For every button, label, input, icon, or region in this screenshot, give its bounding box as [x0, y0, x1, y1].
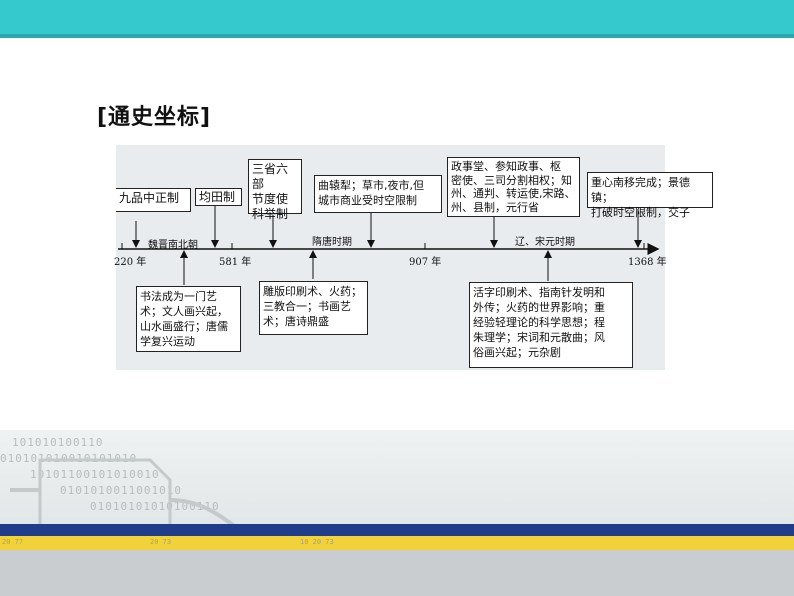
event-box-zhengshitang: 政事堂、参知政事、枢 密使、三司分割相权；知 州、通判、转运使,宋路、 州、县制… — [447, 157, 580, 217]
date-907: 907 年 — [409, 257, 442, 268]
footer-stripe-blue — [0, 524, 794, 536]
binary-text-1: 101010100110 — [12, 436, 104, 449]
ruler-text-3: 10 20 73 — [300, 538, 334, 546]
culture-box-suitang: 雕版印刷术、火药； 三教合一；书画艺 术；唐诗鼎盛 — [259, 281, 368, 335]
binary-text-3: 10101100101010010 — [30, 468, 160, 481]
culture-box-songyuan: 活字印刷术、指南针发明和 外传；火药的世界影响；重 经验轻理论的科学思想；程 朱… — [469, 282, 633, 368]
event-box-jiupin: 九品中正制 — [116, 188, 191, 212]
page-title: [通史坐标] — [97, 105, 212, 130]
period-suitang: 隋唐时期 — [312, 237, 352, 248]
period-liaosongyuan: 辽、宋元时期 — [515, 237, 575, 248]
period-weijin: 魏晋南北朝 — [148, 240, 198, 251]
event-box-zhongxin: 重心南移完成；景德镇； 打破时空限制，交子 — [587, 172, 713, 219]
top-banner — [0, 0, 794, 38]
event-box-juntian: 均田制 — [195, 188, 242, 206]
event-box-quyuanli: 曲辕犁；草市,夜市,但 城市商业受时空限制 — [314, 175, 442, 213]
binary-text-4: 0101010011001010 — [60, 484, 182, 497]
culture-box-weijin: 书法成为一门艺 术；文人画兴起， 山水画盛行；唐儒 学复兴运动 — [136, 286, 241, 352]
ruler-text-2: 20 73 — [150, 538, 172, 546]
timeline-graphic — [118, 201, 660, 285]
ruler-text-1: 20 77 — [2, 538, 24, 546]
date-1368: 1368 年 — [628, 257, 667, 268]
event-box-sansheng: 三省六部 节度使 科举制 — [248, 159, 302, 221]
footer-stripe-gray — [0, 550, 794, 596]
footer-stripe-yellow — [0, 536, 794, 550]
date-581: 581 年 — [219, 257, 252, 268]
date-220: 220 年 — [114, 257, 147, 268]
